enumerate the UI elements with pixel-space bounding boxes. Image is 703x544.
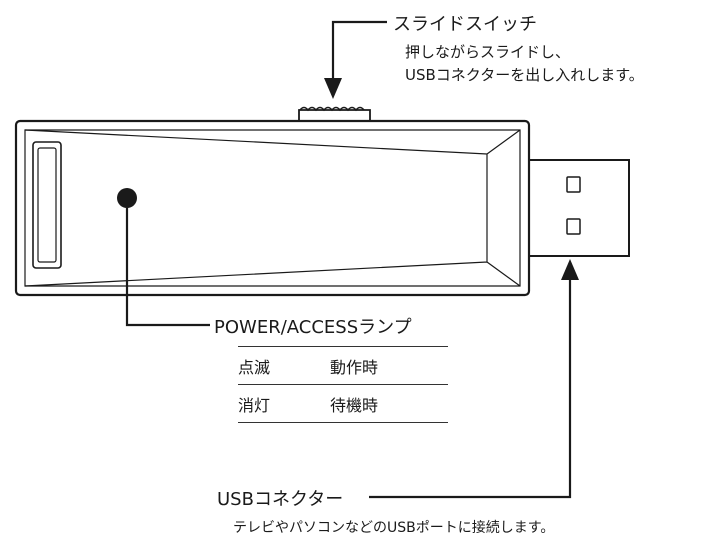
slide-switch-arrowhead xyxy=(324,78,342,99)
table-row: 点滅 動作時 xyxy=(238,346,448,385)
device-body xyxy=(14,119,531,297)
led-meaning-cell: 動作時 xyxy=(330,346,448,385)
usb-leader xyxy=(369,276,572,499)
slide-switch-title: スライドスイッチ xyxy=(393,14,537,35)
slide-switch-desc-1: 押しながらスライドし、 xyxy=(405,43,571,61)
led-indicator xyxy=(117,188,137,208)
led-state-cell: 消灯 xyxy=(238,384,330,423)
usb-arrowhead xyxy=(561,259,579,280)
slide-switch xyxy=(298,106,371,121)
led-meaning-cell: 待機時 xyxy=(330,384,448,423)
slide-switch-leader xyxy=(331,20,387,84)
slide-switch-desc-2: USBコネクターを出し入れします。 xyxy=(405,66,644,84)
led-state-cell: 点滅 xyxy=(238,346,330,385)
led-leader xyxy=(125,208,210,327)
led-status-table: 点滅 動作時 消灯 待機時 xyxy=(238,346,448,423)
usb-connector-title: USBコネクター xyxy=(217,489,344,510)
power-lamp-title: POWER/ACCESSランプ xyxy=(214,317,412,338)
usb-connector-desc: テレビやパソコンなどのUSBポートに接続します。 xyxy=(233,520,555,536)
usb-connector xyxy=(526,159,630,257)
table-row: 消灯 待機時 xyxy=(238,384,448,423)
